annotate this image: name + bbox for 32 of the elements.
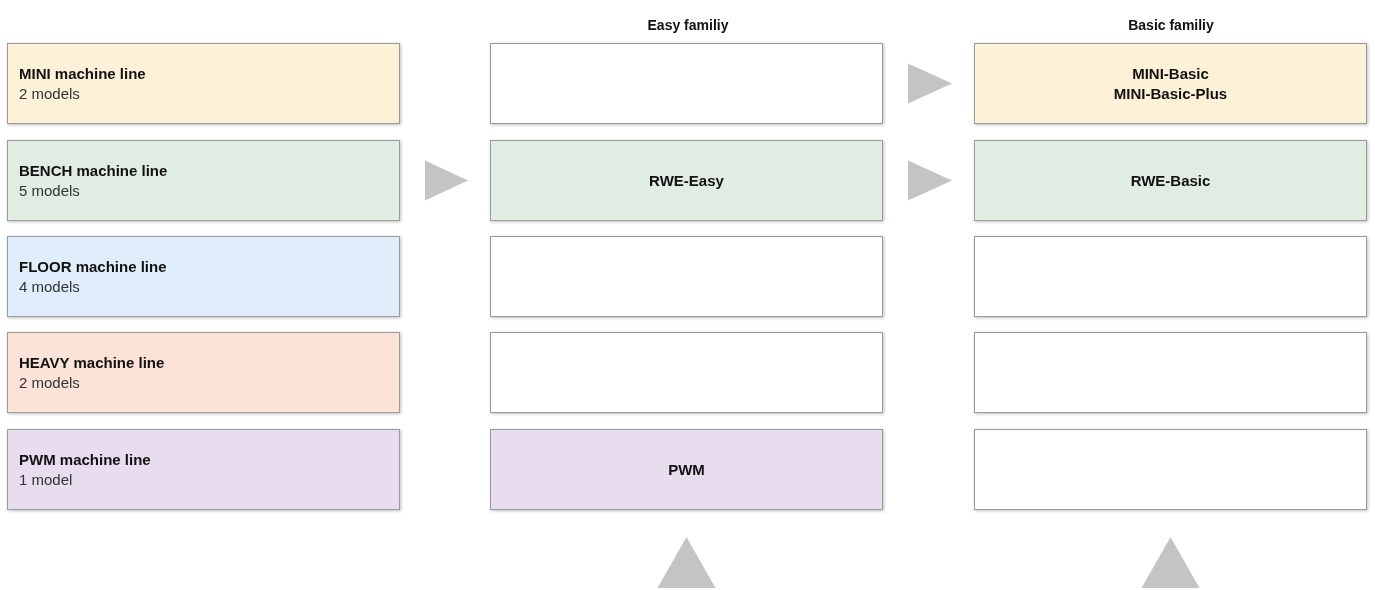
column-heading: Basic familiy bbox=[1128, 16, 1214, 35]
empty-box bbox=[974, 429, 1367, 510]
model-count: 4 models bbox=[19, 276, 80, 297]
empty-box bbox=[490, 236, 883, 317]
line-name: MINI machine line bbox=[19, 63, 146, 84]
arrow bbox=[657, 537, 716, 588]
product-box bbox=[490, 429, 883, 510]
product-name: RWE-Easy bbox=[649, 170, 724, 191]
model-count: 2 models bbox=[19, 83, 80, 104]
model-count: 2 models bbox=[19, 372, 80, 393]
product-name: PWM bbox=[668, 459, 705, 480]
empty-box bbox=[490, 332, 883, 413]
line-name: BENCH machine line bbox=[19, 160, 168, 181]
arrow bbox=[908, 63, 952, 104]
empty-box bbox=[490, 43, 883, 124]
product-box bbox=[974, 140, 1367, 221]
column-heading: Easy familiy bbox=[647, 16, 729, 35]
arrow bbox=[425, 160, 468, 201]
model-count: 1 model bbox=[19, 469, 73, 490]
product-box bbox=[490, 140, 883, 221]
empty-box bbox=[974, 236, 1367, 317]
model-count: 5 models bbox=[19, 180, 80, 201]
arrow bbox=[908, 160, 952, 201]
product-name: MINI-Basic-Plus bbox=[1113, 83, 1228, 104]
line-name: PWM machine line bbox=[19, 449, 151, 470]
empty-box bbox=[974, 332, 1367, 413]
line-name: FLOOR machine line bbox=[19, 256, 167, 277]
product-name: MINI-Basic bbox=[1132, 63, 1209, 84]
product-name: RWE-Basic bbox=[1130, 170, 1211, 191]
product-box bbox=[974, 43, 1367, 124]
line-name: HEAVY machine line bbox=[19, 352, 165, 373]
arrow bbox=[1141, 537, 1200, 588]
